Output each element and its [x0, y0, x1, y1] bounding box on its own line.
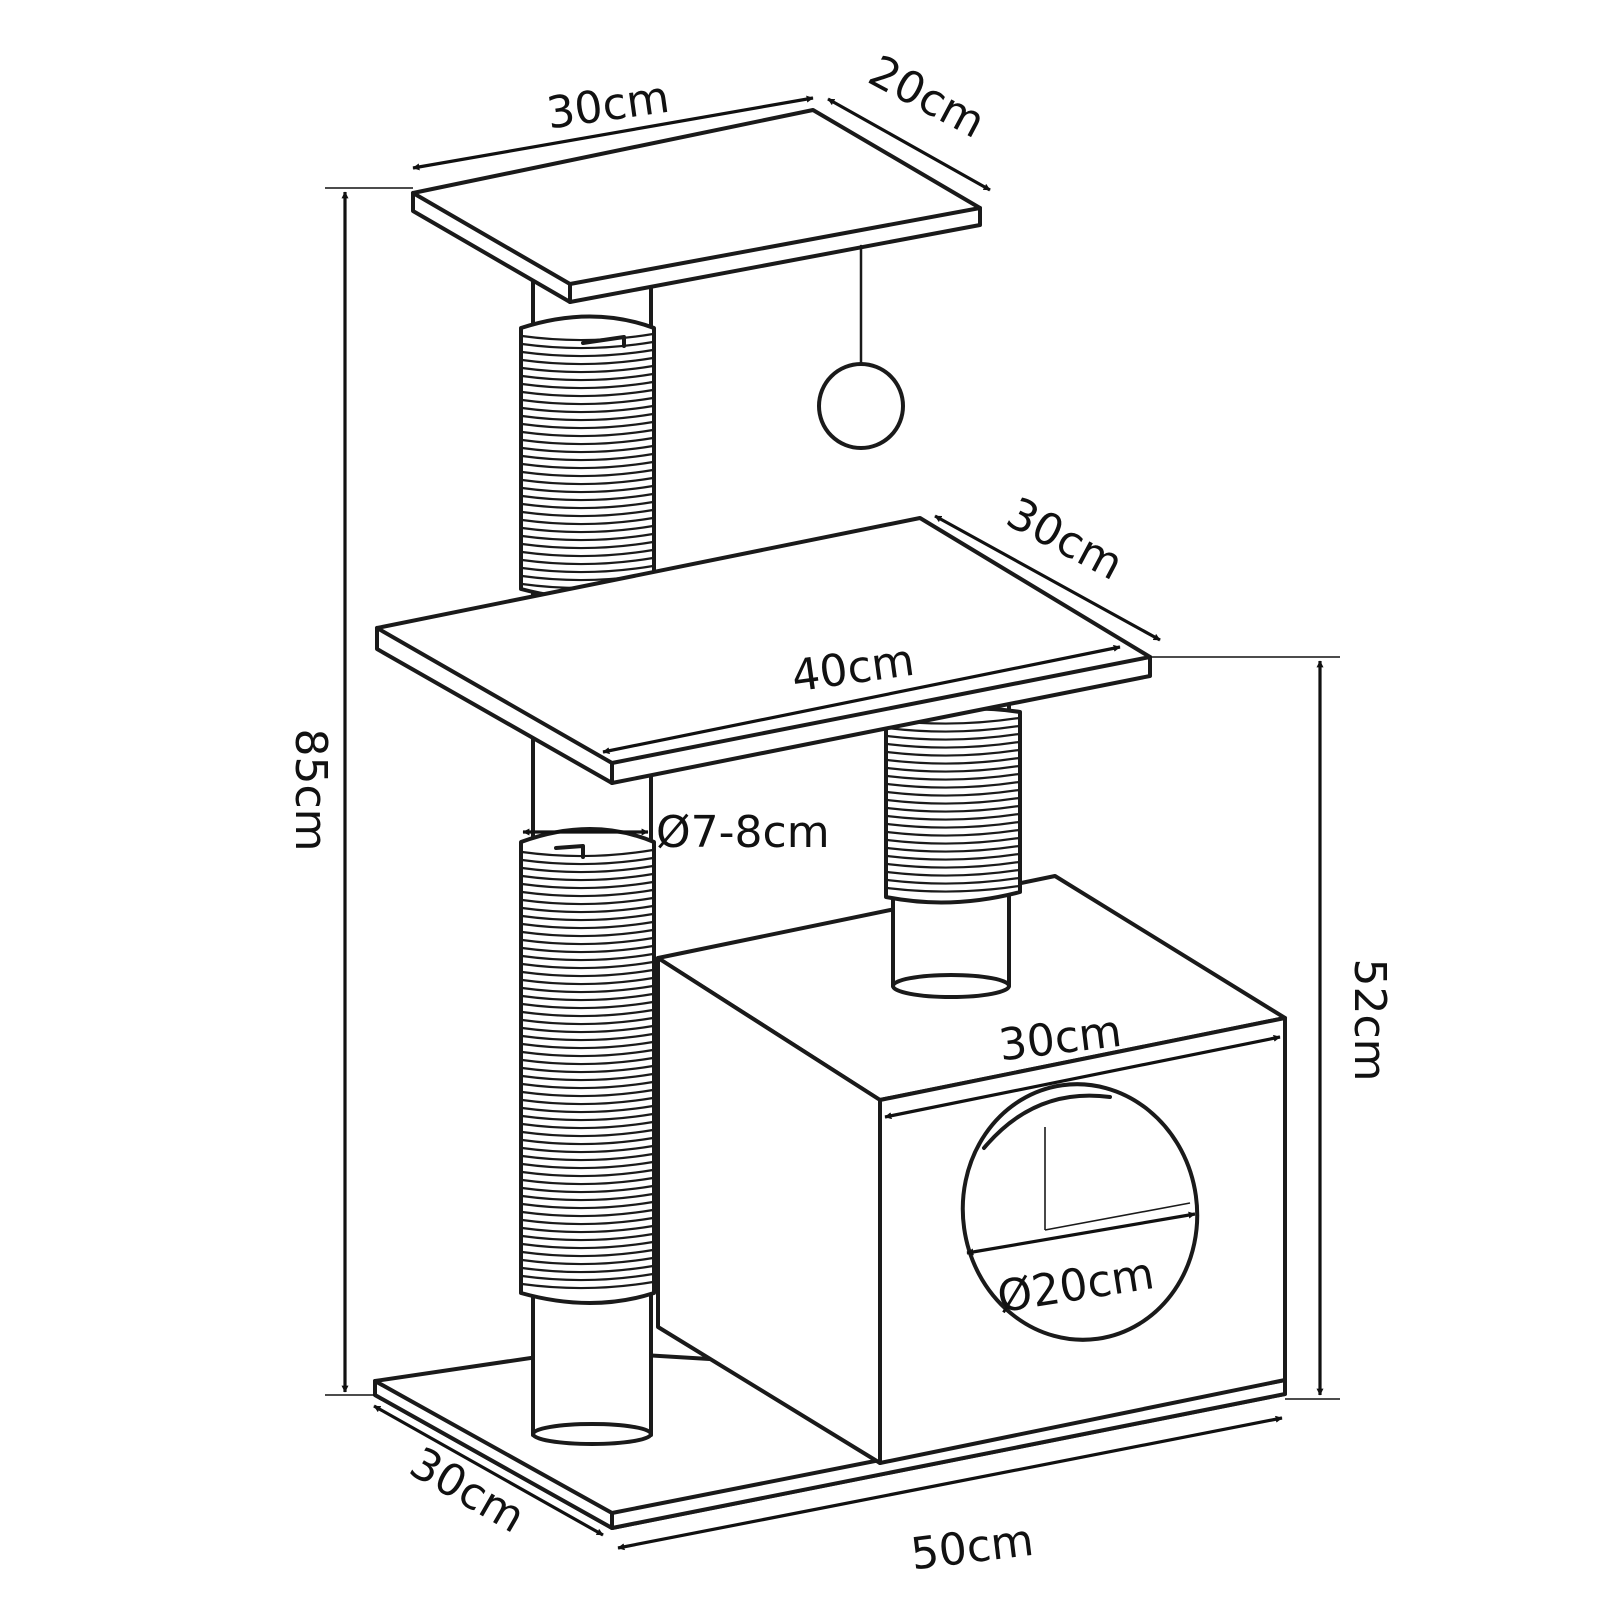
top-depth-arrow: [827, 97, 991, 192]
house-height-label: 52cm: [1344, 958, 1395, 1081]
hanging-ball-toy: [817, 244, 905, 450]
total-height-label: 85cm: [285, 728, 336, 851]
top-width-label: 30cm: [544, 72, 673, 140]
middle-width-arrow: [602, 644, 1121, 755]
base-depth-arrow: [373, 1404, 604, 1537]
right-rope: [884, 706, 1022, 905]
middle-depth-arrow: [934, 514, 1161, 642]
top-width-arrow: [412, 95, 814, 171]
right-post: [884, 702, 1022, 999]
top-platform: [411, 108, 982, 304]
hole-diameter-arrow: [966, 1211, 1196, 1256]
post-diameter-label: Ø7-8cm: [656, 807, 830, 858]
extension-lines: [325, 187, 1340, 1400]
top-depth-label: 20cm: [861, 46, 994, 149]
left-upper-rope: [519, 314, 656, 601]
base-width-label: 50cm: [908, 1515, 1036, 1581]
left-lower-rope: [519, 827, 656, 1305]
dimension-arrows: [341, 95, 1324, 1551]
base-width-arrow: [617, 1415, 1283, 1551]
house-width-arrow: [884, 1034, 1281, 1120]
middle-platform: [375, 516, 1152, 785]
left-lower-post: [519, 733, 656, 1446]
